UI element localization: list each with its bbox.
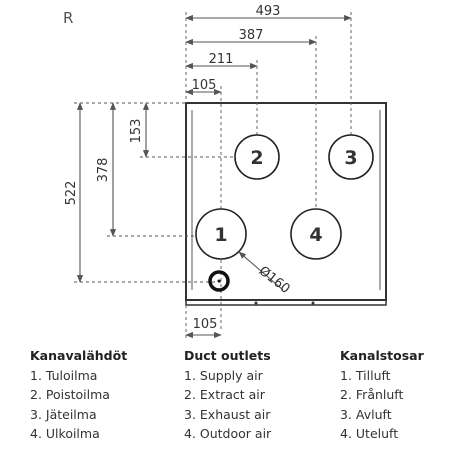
outlet-3: 3 xyxy=(328,134,374,180)
dim-387: 387 xyxy=(239,28,264,43)
dim-153: 153 xyxy=(129,119,144,144)
dim-211: 211 xyxy=(209,52,234,67)
drain-outlet xyxy=(208,270,230,292)
legend-item: 4. Uteluft xyxy=(340,426,399,441)
outlet-2-number: 2 xyxy=(250,147,263,169)
legend-item: 3. Exhaust air xyxy=(184,406,271,422)
legend-english-title: Duct outlets xyxy=(184,348,271,363)
outlet-4: 4 xyxy=(290,208,342,260)
unit-body xyxy=(185,102,387,306)
legend-swedish: Kanalstosar 1. Tilluft 2. Frånluft 3. Av… xyxy=(340,346,424,444)
side-label: R xyxy=(63,9,74,27)
outlet-4-number: 4 xyxy=(309,224,322,246)
legend-english: Duct outlets 1. Supply air 2. Extract ai… xyxy=(184,346,271,444)
outlet-3-number: 3 xyxy=(344,147,357,169)
diameter-callout: Ø160 xyxy=(238,251,293,297)
legend-item: 1. Tilluft xyxy=(340,367,391,383)
legend-finnish: Kanavalähdöt 1. Tuloilma 2. Poistoilma 3… xyxy=(30,346,127,444)
dim-493: 493 xyxy=(256,4,281,19)
dim-522: 522 xyxy=(64,181,79,206)
legend-item: 1. Supply air xyxy=(184,367,263,383)
legend-item: 3. Avluft xyxy=(340,406,392,422)
legend-item: 4. Outdoor air xyxy=(184,426,272,441)
dim-105-top: 105 xyxy=(192,78,217,93)
legend-item: 4. Ulkoilma xyxy=(30,426,100,441)
outlet-1: 1 xyxy=(195,208,247,260)
outlet-2: 2 xyxy=(234,134,280,180)
left-dimensions: 522 378 153 xyxy=(64,102,236,283)
legend-item: 2. Frånluft xyxy=(340,387,404,402)
duct-outlet-diagram: 493 387 211 105 522 378 153 105 2 3 1 4 xyxy=(64,4,387,340)
legend-finnish-title: Kanavalähdöt xyxy=(30,348,128,363)
outlet-1-number: 1 xyxy=(214,224,227,246)
legend-item: 2. Poistoilma xyxy=(30,387,110,402)
dim-diameter: Ø160 xyxy=(256,264,293,297)
top-dimensions: 493 387 211 105 xyxy=(185,4,352,330)
legend-swedish-title: Kanalstosar xyxy=(340,348,424,363)
dim-105-bottom: 105 xyxy=(193,317,218,332)
legend-item: 1. Tuloilma xyxy=(30,367,98,383)
dim-378: 378 xyxy=(96,158,111,183)
legend-item: 3. Jäteilma xyxy=(30,406,97,422)
legend-item: 2. Extract air xyxy=(184,387,265,402)
bottom-dimension: 105 xyxy=(185,305,222,340)
